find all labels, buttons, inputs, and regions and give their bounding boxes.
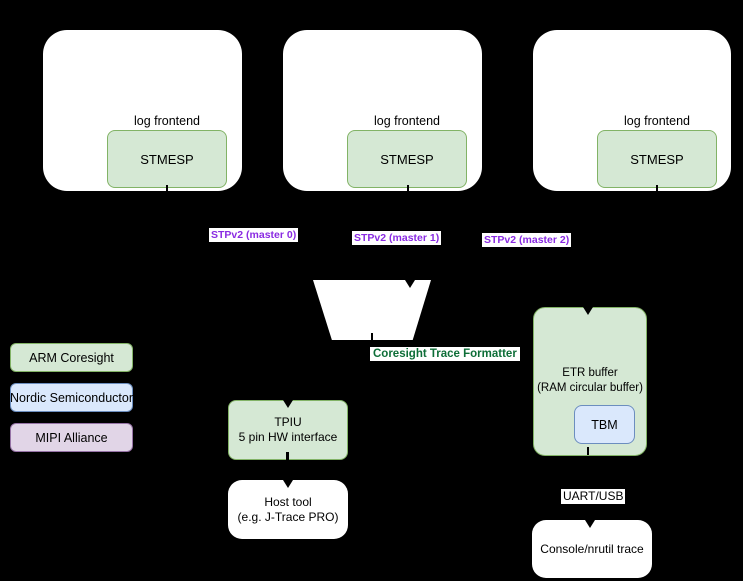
stmesp-label: STMESP (630, 151, 684, 167)
legend-item-nordic-semiconductor: Nordic Semiconductor (10, 383, 133, 412)
arrowhead-icon (405, 280, 415, 288)
stmesp-box: STMESP (347, 130, 467, 188)
legend-label: Nordic Semiconductor (10, 390, 133, 405)
connector-tick (407, 185, 409, 193)
trace-formatter-label: Coresight Trace Formatter (370, 347, 520, 361)
console-box: Console/nrutil trace (532, 520, 652, 578)
stmesp-label: STMESP (380, 151, 434, 167)
stmesp-label: STMESP (140, 151, 194, 167)
log-frontend-label: log frontend (373, 114, 441, 128)
connector-tick (371, 333, 373, 340)
log-frontend-label: log frontend (133, 114, 201, 128)
stmesp-box: STMESP (597, 130, 717, 188)
connector-tick (166, 185, 168, 193)
tpiu-title: TPIU (274, 415, 302, 429)
arrowhead-icon (283, 480, 293, 488)
connector-tick (587, 447, 589, 455)
log-domain-box-1: log frontend STMESP (283, 30, 482, 191)
legend-item-mipi-alliance: MIPI Alliance (10, 423, 133, 452)
log-domain-box-0: log frontend STMESP (43, 30, 242, 191)
arrowhead-icon (585, 520, 595, 528)
log-frontend-label: log frontend (623, 114, 691, 128)
legend-item-arm-coresight: ARM Coresight (10, 343, 133, 372)
stpv2-master2-label: STPv2 (master 2) (482, 233, 572, 247)
connector-tick (286, 452, 289, 461)
stmesp-box: STMESP (107, 130, 227, 188)
tpiu-box: TPIU 5 pin HW interface (228, 400, 348, 460)
console-label: Console/nrutil trace (540, 541, 644, 556)
trace-funnel-shape (313, 280, 431, 340)
stpv2-master1-label: STPv2 (master 1) (352, 231, 442, 245)
legend-label: ARM Coresight (29, 350, 114, 365)
legend-label: MIPI Alliance (35, 430, 108, 445)
host-tool-title: Host tool (264, 494, 312, 509)
tpiu-subtitle: 5 pin HW interface (238, 430, 338, 444)
host-tool-box: Host tool (e.g. J-Trace PRO) (228, 480, 348, 539)
host-tool-subtitle: (e.g. J-Trace PRO) (237, 509, 339, 524)
etr-buffer-label: ETR buffer (RAM circular buffer) (537, 367, 643, 394)
tbm-box: TBM (574, 405, 635, 444)
etr-buffer-box: ETR buffer (RAM circular buffer) TBM (533, 307, 647, 456)
connector-tick (656, 185, 658, 193)
arrowhead-icon (583, 307, 593, 315)
uart-usb-label: UART/USB (561, 489, 626, 504)
stpv2-master0-label: STPv2 (master 0) (209, 228, 299, 242)
arrowhead-icon (283, 400, 293, 408)
log-domain-box-2: log frontend STMESP (533, 30, 731, 191)
tbm-label: TBM (591, 417, 618, 432)
